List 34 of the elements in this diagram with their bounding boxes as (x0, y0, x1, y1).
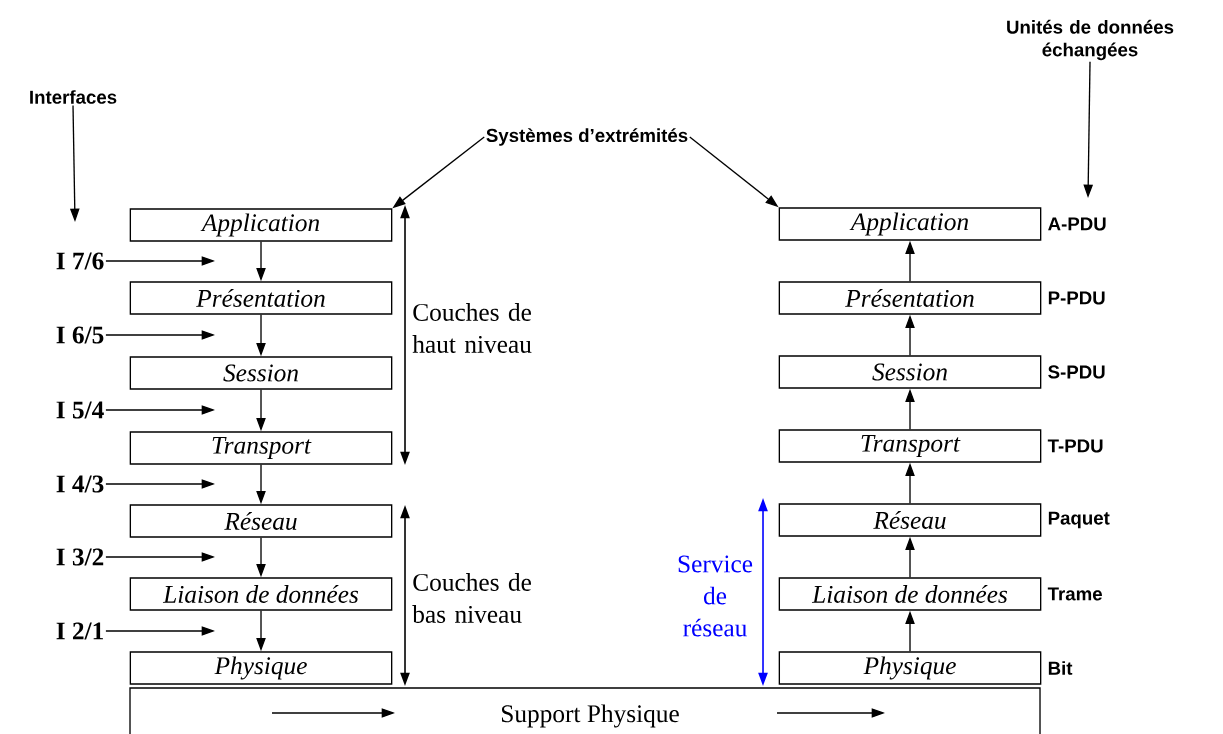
interface-label: I 4/3 (56, 475, 104, 493)
layer-box: Liaison de données (129, 577, 393, 611)
layer-box: Transport (129, 431, 393, 465)
pdu-label: Trame (1047, 587, 1102, 601)
layer-box: Présentation (778, 281, 1042, 315)
span-label: Service de réseau (678, 555, 753, 637)
interface-label: I 3/2 (56, 548, 104, 566)
heading-label: Systèmes d’extrémités (486, 128, 688, 146)
heading-label: Unités de données échangées (1007, 19, 1174, 61)
interface-label: I 7/6 (56, 252, 104, 270)
layer-box: Présentation (129, 281, 393, 315)
layer-box: Application (778, 207, 1042, 241)
layer-box: Réseau (129, 504, 393, 538)
span-label: Couches de haut niveau (412, 303, 532, 353)
pdu-label: T-PDU (1047, 439, 1103, 453)
layer-box: Liaison de données (778, 577, 1042, 611)
layer-box: Réseau (778, 503, 1042, 537)
pdu-label: P-PDU (1048, 291, 1105, 305)
layer-box: Session (129, 356, 393, 390)
interface-label: I 2/1 (56, 622, 103, 640)
interface-label: I 5/4 (56, 401, 104, 419)
span-label: Couches de bas niveau (412, 573, 531, 623)
layer-box: Physique (129, 651, 393, 685)
pdu-label: Paquet (1048, 511, 1110, 529)
layer-box: Physique (778, 651, 1042, 685)
interface-label: I 6/5 (56, 326, 104, 344)
heading-label: Interfaces (30, 90, 117, 104)
pdu-label: Bit (1048, 661, 1073, 675)
pdu-label: S-PDU (1048, 365, 1105, 379)
medium-box: Support Physique (129, 687, 1041, 734)
layer-box: Application (129, 208, 393, 242)
pdu-label: A-PDU (1048, 217, 1106, 231)
layer-box: Session (778, 355, 1042, 389)
layer-box: Transport (778, 429, 1042, 463)
